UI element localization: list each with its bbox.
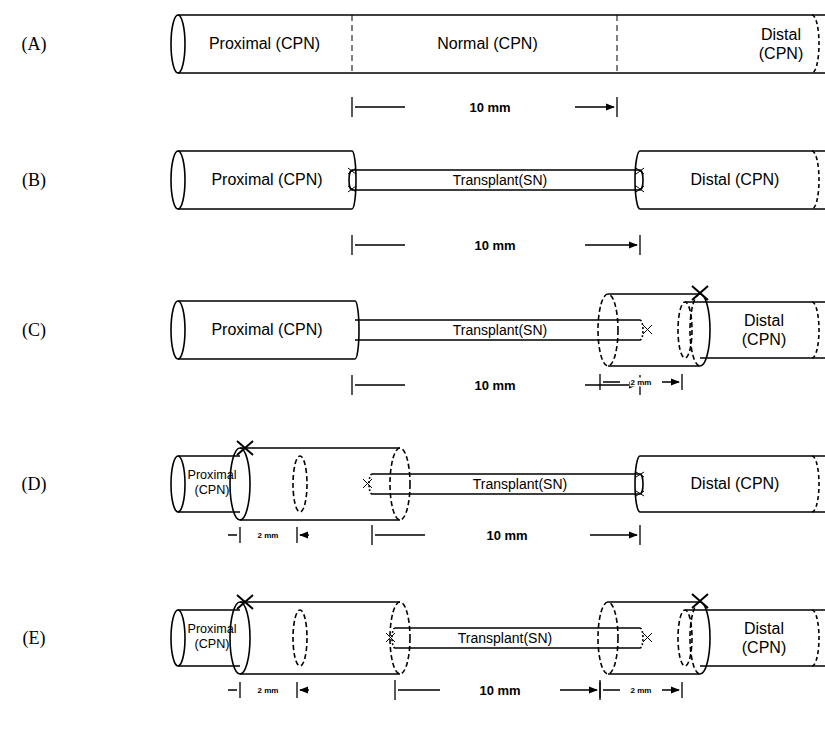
- segment-label: Proximal (CPN): [211, 170, 322, 189]
- nerve-segment: Proximal (CPN): [192, 18, 337, 70]
- segment-label: Distal (CPN): [745, 25, 817, 63]
- segment-label: Distal (CPN): [691, 474, 780, 493]
- panel-letter: (B): [20, 170, 48, 191]
- segment-label: Proximal (CPN): [209, 34, 320, 53]
- nerve-segment: Proximal (CPN): [186, 458, 238, 508]
- segment-label: Transplant(SN): [453, 322, 547, 339]
- segment-label: Transplant(SN): [453, 172, 547, 189]
- nerve-segment: Proximal (CPN): [192, 154, 342, 206]
- nerve-segment: Distal (CPN): [720, 612, 808, 664]
- dimension-label: 10 mm: [484, 528, 529, 543]
- nerve-segment: Transplant(SN): [400, 172, 600, 188]
- nerve-segment: Distal (CPN): [660, 154, 810, 206]
- nerve-segment: Distal (CPN): [660, 458, 810, 510]
- segment-label: Normal (CPN): [437, 34, 537, 53]
- nerve-segment: Transplant(SN): [420, 630, 590, 646]
- segment-label: Distal (CPN): [720, 619, 808, 657]
- dimension-label: 10 mm: [467, 100, 512, 115]
- segment-label: Distal (CPN): [691, 170, 780, 189]
- dimension-label: 10 mm: [472, 238, 517, 253]
- dimension-label: 2 mm: [630, 686, 653, 695]
- segment-label: Proximal (CPN): [186, 622, 238, 652]
- nerve-segment: Proximal (CPN): [186, 612, 238, 662]
- dimension-label: 10 mm: [477, 683, 522, 698]
- dimension-label: 2 mm: [257, 686, 280, 695]
- panel-letter: (E): [21, 628, 48, 649]
- dimension-label: 2 mm: [630, 378, 653, 387]
- segment-label: Distal (CPN): [720, 311, 808, 349]
- nerve-segment: Distal (CPN): [745, 18, 817, 70]
- dimension-label: 2 mm: [257, 531, 280, 540]
- panel-letter: (A): [20, 34, 49, 55]
- segment-label: Transplant(SN): [458, 630, 552, 647]
- dimension-label: 10 mm: [472, 378, 517, 393]
- nerve-segment: Transplant(SN): [430, 476, 610, 492]
- nerve-segment: Proximal (CPN): [192, 304, 342, 356]
- nerve-segment: Distal (CPN): [720, 304, 808, 356]
- panel-letter: (C): [20, 320, 48, 341]
- panel-letter: (D): [20, 474, 49, 495]
- segment-label: Proximal (CPN): [211, 320, 322, 339]
- segment-label: Transplant(SN): [473, 476, 567, 493]
- segment-label: Proximal (CPN): [186, 468, 238, 498]
- nerve-segment: Normal (CPN): [420, 18, 555, 70]
- nerve-segment: Transplant(SN): [400, 322, 600, 338]
